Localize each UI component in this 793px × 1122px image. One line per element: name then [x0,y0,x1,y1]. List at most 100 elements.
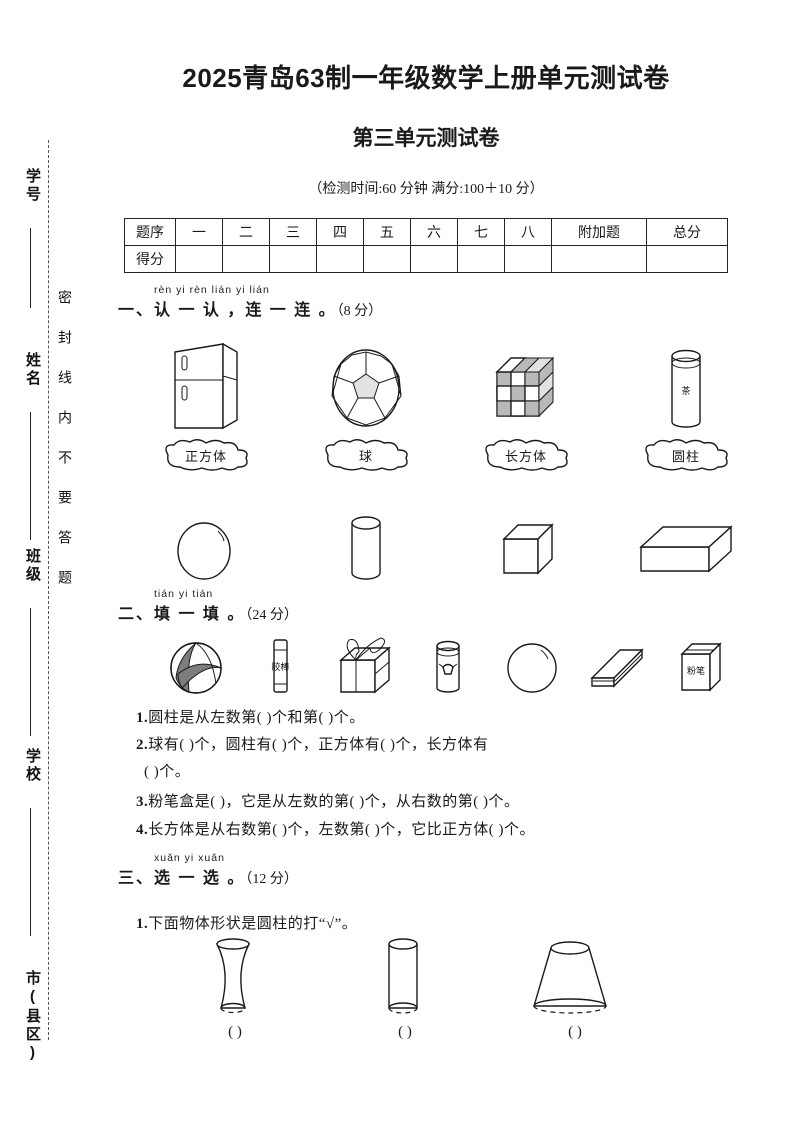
score-input-3[interactable] [269,245,317,273]
section-2-question-4: 4.长方体是从右数第( )个，左数第( )个，它比正方体( )个。 [136,818,535,839]
section-1-cloud-row: 正方体 球 长方体 圆柱 [126,438,766,472]
q2-4-text[interactable]: 长方体是从右数第( )个，左数第( )个，它比正方体( )个。 [148,822,535,838]
cloud-label-text-2: 长方体 [504,448,547,464]
seal-line-text: 密封线内不要答题 [57,290,73,610]
section-2-pinyin: tián yi tián [154,588,214,600]
shape-sphere [126,505,286,585]
q2-2-text[interactable]: 球有( )个，圆柱有( )个，正方体有( )个，长方体有 [148,737,489,753]
cloud-label-text-0: 正方体 [184,448,227,464]
seal-dashed-line [48,140,49,1040]
score-col-total: 总分 [646,218,728,246]
cloud-label-text-1: 球 [358,448,373,464]
section-3-choice-row: ( ) ( ) ( ) [148,932,708,1041]
q2-1-text[interactable]: 圆柱是从左数第( )个和第( )个。 [148,710,365,726]
score-row-label-1: 得分 [124,245,176,273]
object-book [574,634,658,696]
section-2-points: （24 分） [245,608,298,623]
tea-can-label: 茶 [681,385,690,396]
score-col-7: 七 [457,218,505,246]
seal-field-市县区: 市(县区) [24,970,41,1064]
cloud-label-正方体[interactable]: 正方体 [126,438,286,472]
score-input-total[interactable] [646,245,728,273]
score-input-4[interactable] [316,245,364,273]
score-col-6: 六 [410,218,458,246]
seal-field-学号: 学号 [24,168,41,204]
q2-4-num: 4. [136,822,149,838]
section-3-title-text: 三、选 一 选 。 [118,870,246,887]
section-2-title-text: 二、填 一 填 。 [118,606,246,623]
score-input-5[interactable] [363,245,411,273]
section-1-object-row: 茶 [126,336,766,436]
q2-2-cont-text[interactable]: ( )个。 [144,764,191,780]
seal-field-学校: 学校 [24,748,41,784]
section-2-question-3: 3.粉笔盒是( )，它是从左数的第( )个，从右数的第( )个。 [136,790,519,811]
section-1-title: 一、认 一 认 ，连 一 连 。（8 分） [118,296,758,320]
section-2-question-2: 2.球有( )个，圆柱有( )个，正方体有( )个，长方体有 [136,733,488,754]
shape-cylinder [286,505,446,585]
score-col-4: 四 [316,218,364,246]
seal-field-班级: 班级 [24,548,41,584]
cloud-label-text-3: 圆柱 [671,448,700,464]
cloud-label-长方体[interactable]: 长方体 [446,438,606,472]
q2-1-num: 1. [136,710,149,726]
object-badminton-can [406,634,490,696]
page-subtitle: 第三单元测试卷 [352,127,500,150]
score-row-label-0: 题序 [124,218,176,246]
score-table: 题序 一 二 三 四 五 六 七 八 附加题 总分 得分 [124,218,728,273]
section-1-points: （8 分） [336,304,383,319]
seal-rule-2 [30,412,31,540]
object-tea-can: 茶 [606,336,766,436]
exam-sheet: 2025青岛63制一年级数学上册单元测试卷 第三单元测试卷 （检测时间:60 分… [96,0,793,1122]
score-input-1[interactable] [175,245,223,273]
object-volleyball [154,634,238,696]
q3-1-num: 1. [136,916,149,932]
choice-frustum[interactable]: ( ) [488,932,658,1041]
section-3-points: （12 分） [245,872,298,887]
section-3-question-1: 1.下面物体形状是圆柱的打“√”。 [136,912,357,933]
q3-1-text: 下面物体形状是圆柱的打“√”。 [148,916,358,932]
seal-field-姓名: 姓名 [24,352,41,388]
section-3-pinyin: xuǎn yi xuǎn [154,852,225,864]
section-1-shape-row [126,505,766,585]
choice-answer-2[interactable]: ( ) [568,1024,582,1040]
chalk-box-label: 粉笔 [687,665,705,676]
score-col-5: 五 [363,218,411,246]
choice-cylinder[interactable]: ( ) [318,932,488,1041]
section-2-object-row: 胶棒 [154,634,764,696]
section-3-heading: xuǎn yi xuǎn 三、选 一 选 。（12 分） [118,852,758,888]
seal-rule-4 [30,808,31,936]
object-rubiks-cube [446,336,606,436]
seal-rule-3 [30,608,31,736]
choice-answer-1[interactable]: ( ) [398,1024,412,1040]
seal-margin: 学号 姓名 班级 学校 市(县区) 密封线内不要答题 [0,0,96,1122]
score-input-2[interactable] [222,245,270,273]
section-2-question-1: 1.圆柱是从左数第( )个和第( )个。 [136,706,365,727]
object-glue-stick: 胶棒 [238,634,322,696]
score-input-6[interactable] [410,245,458,273]
score-col-1: 一 [175,218,223,246]
section-3-title: 三、选 一 选 。（12 分） [118,864,758,888]
object-gift-box [322,634,406,696]
section-1-heading: rèn yi rèn lián yi lián 一、认 一 认 ，连 一 连 。… [118,284,758,320]
score-input-extra[interactable] [551,245,647,273]
cloud-label-球[interactable]: 球 [286,438,446,472]
score-col-extra: 附加题 [551,218,647,246]
table-row-scores: 得分 [124,245,728,273]
object-soccer-ball [286,336,446,436]
q2-2-num: 2. [136,737,149,753]
section-1-pinyin: rèn yi rèn lián yi lián [154,284,270,296]
score-col-8: 八 [504,218,552,246]
score-input-8[interactable] [504,245,552,273]
choice-hourglass[interactable]: ( ) [148,932,318,1041]
section-1-title-text: 一、认 一 认 ，连 一 连 。 [118,302,337,319]
seal-rule-1 [30,228,31,308]
score-col-2: 二 [222,218,270,246]
glue-stick-label: 胶棒 [271,661,289,672]
q2-3-text[interactable]: 粉笔盒是( )，它是从左数的第( )个，从右数的第( )个。 [148,794,520,810]
score-col-3: 三 [269,218,317,246]
shape-cuboid [606,505,766,585]
cloud-label-圆柱[interactable]: 圆柱 [606,438,766,472]
choice-answer-0[interactable]: ( ) [228,1024,242,1040]
object-orange-sphere [490,634,574,696]
score-input-7[interactable] [457,245,505,273]
